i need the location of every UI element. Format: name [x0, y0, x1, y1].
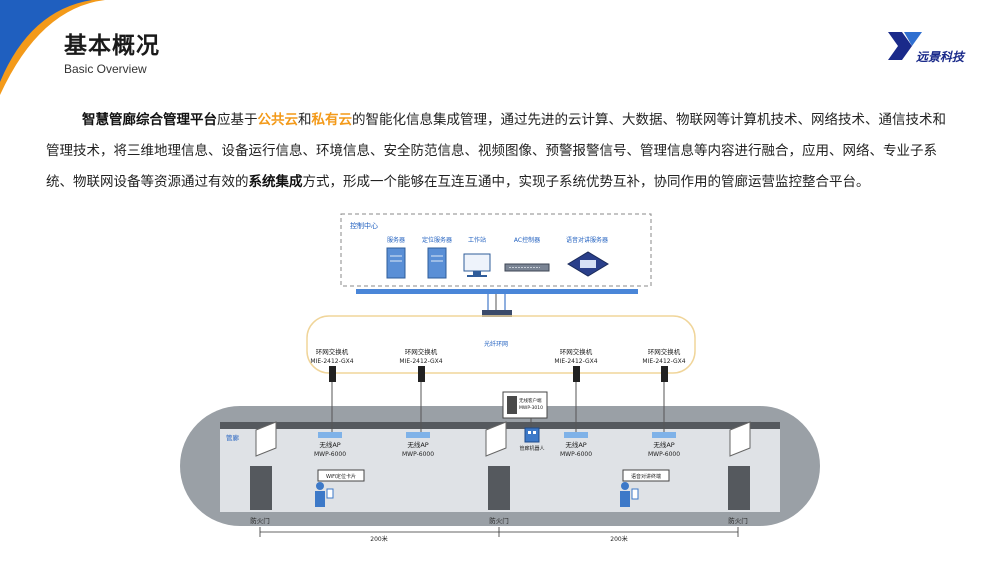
ring-switch-2: 环网交换机 MIE-2412-GX4 [399, 347, 443, 382]
ap-model-1: MWP-6000 [314, 451, 346, 458]
ap-label-2: 无线AP [407, 440, 428, 449]
wireless-ap-4: 无线AP MWP-6000 [648, 432, 680, 458]
wireless-ap-2: 无线AP MWP-6000 [402, 432, 434, 458]
distance-label-2: 200米 [610, 535, 627, 543]
fire-door-middle [485, 421, 510, 510]
device-label-locserver: 定位服务器 [422, 236, 452, 244]
gallery-label: 管廊 [226, 433, 240, 442]
para-text-1: 应基于 [217, 112, 258, 128]
ring-switch-label-1: 环网交换机 [316, 347, 349, 356]
person-icon [316, 482, 324, 490]
ap-model-2: MWP-6000 [402, 451, 434, 458]
ap-label-3: 无线AP [565, 440, 586, 449]
ap-icon [564, 432, 588, 438]
device-label-ac: AC控制器 [514, 236, 540, 244]
system-integration: 系统集成 [248, 174, 303, 190]
para-text-3: 的智能化信息集成管理，通过先进的云计算、大数据、物联网等计算机技术、网络技术、通… [46, 112, 946, 190]
ring-switch-4: 环网交换机 MIE-2412-GX4 [642, 347, 686, 382]
distance-label-1: 200米 [370, 535, 387, 543]
ap-label-1: 无线AP [319, 440, 340, 449]
ap-icon [406, 432, 430, 438]
ring-switch-icon [573, 366, 580, 382]
person-icon [621, 482, 629, 490]
location-server-icon [427, 247, 447, 279]
workstation-icon [463, 253, 491, 277]
private-cloud: 私有云 [311, 112, 353, 128]
fire-door-right [728, 421, 751, 510]
para-text-4: 方式，形成一个能够在互连互通中，实现子系统优势互补，协同作用的管廊运营监控整合平… [302, 174, 870, 190]
device-label-workstation: 工作站 [468, 236, 486, 244]
wifi-card-person: WiFi定位卡片 [315, 469, 365, 507]
fire-door-label-3: 防火门 [728, 516, 748, 525]
ap-label-4: 无线AP [653, 440, 674, 449]
platform-name: 智慧管廊综合管理平台 [82, 112, 217, 128]
ring-switch-1: 环网交换机 MIE-2412-GX4 [310, 347, 354, 382]
fiber-ring [306, 315, 696, 374]
voice-server-icon [567, 251, 609, 277]
robot-label: 管廊机器人 [519, 445, 544, 452]
ap-icon [652, 432, 676, 438]
ap-model-3: MWP-6000 [560, 451, 592, 458]
ring-switch-icon [418, 366, 425, 382]
core-switch-icon [482, 310, 512, 317]
ring-switch-model-1: MIE-2412-GX4 [310, 358, 353, 365]
ring-switch-model-2: MIE-2412-GX4 [399, 358, 442, 365]
device-label-voice-server: 语音对讲服务器 [566, 236, 608, 244]
ac-controller-icon [504, 263, 550, 272]
ring-switch-model-3: MIE-2412-GX4 [554, 358, 597, 365]
intro-paragraph: 智慧管廊综合管理平台应基于公共云和私有云的智能化信息集成管理，通过先进的云计算、… [46, 105, 946, 198]
wireless-ap-1: 无线AP MWP-6000 [314, 432, 346, 458]
server-icon [386, 247, 406, 279]
public-cloud: 公共云 [257, 112, 299, 128]
distance-dimension-2 [499, 527, 739, 537]
wireless-client: 无线客户端 MWP-3010 [502, 391, 548, 419]
ap-model-4: MWP-6000 [648, 451, 680, 458]
ring-switch-label-3: 环网交换机 [560, 347, 593, 356]
ring-switch-icon [661, 366, 668, 382]
wireless-client-model: MWP-3010 [519, 405, 543, 411]
control-bus [356, 289, 638, 294]
device-label-server: 服务器 [387, 236, 405, 244]
voice-terminal-label: 语音对讲终端 [631, 473, 661, 480]
fire-door-label-1: 防火门 [250, 516, 270, 525]
page-subtitle: Basic Overview [64, 62, 147, 76]
company-logo-icon [888, 32, 922, 60]
wireless-client-icon [507, 396, 517, 414]
voice-terminal-person: 语音对讲终端 [620, 469, 670, 507]
control-center-label: 控制中心 [350, 221, 378, 230]
wireless-client-label: 无线客户端 [519, 397, 542, 404]
ring-switch-icon [329, 366, 336, 382]
corner-decoration [0, 0, 105, 95]
fire-door-label-2: 防火门 [489, 516, 509, 525]
robot-icon [524, 427, 540, 443]
ring-switch-label-4: 环网交换机 [648, 347, 681, 356]
logo-text: 远景科技 [916, 50, 965, 64]
para-text-2: 和 [298, 112, 312, 128]
wireless-ap-3: 无线AP MWP-6000 [560, 432, 592, 458]
wifi-card-label: WiFi定位卡片 [326, 473, 356, 480]
ring-switch-model-4: MIE-2412-GX4 [642, 358, 685, 365]
page-title: 基本概况 [64, 33, 160, 59]
fiber-ring-label: 光纤环网 [484, 340, 508, 348]
ring-switch-3: 环网交换机 MIE-2412-GX4 [554, 347, 598, 382]
fire-door-left [250, 421, 277, 510]
ring-switch-label-2: 环网交换机 [405, 347, 438, 356]
ap-icon [318, 432, 342, 438]
